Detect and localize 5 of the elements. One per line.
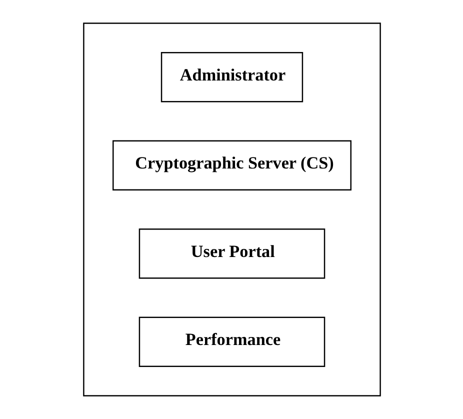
node-box: User Portal [138,228,325,279]
cluster [82,22,380,396]
node-box: Cryptographic Server (CS) [112,140,351,190]
node-box: Performance [138,316,325,367]
node-box: Administrator [160,52,303,102]
